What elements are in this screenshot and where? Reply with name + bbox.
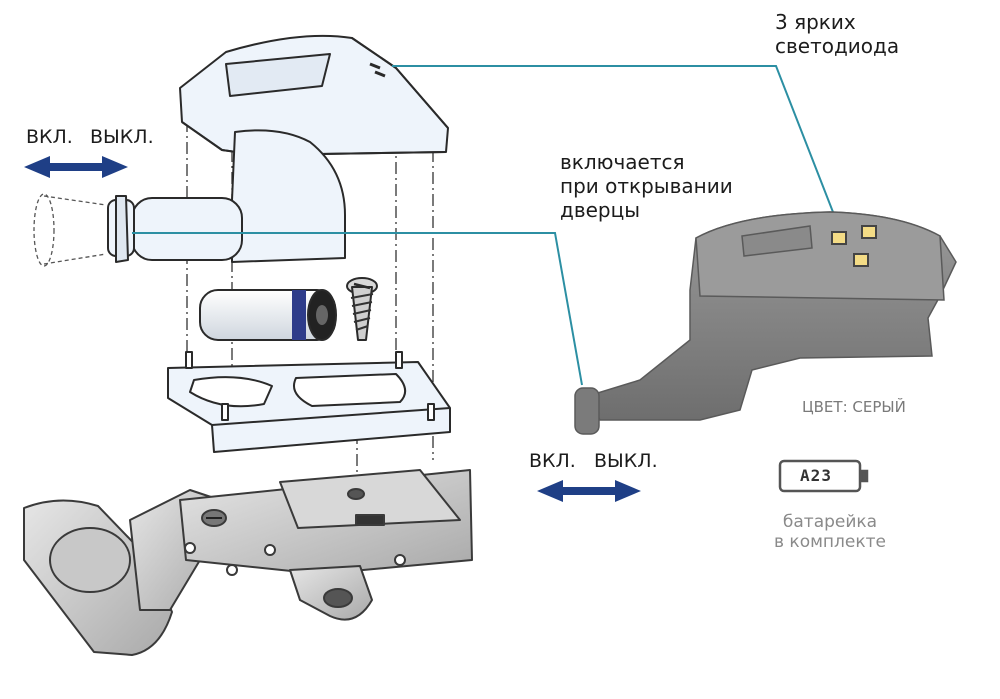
opens-caption: включается при открывании дверцы <box>560 150 733 222</box>
exploded-drawing <box>23 34 473 656</box>
switch-on-label-right: ВКЛ. <box>529 450 576 472</box>
housing-top-part <box>179 34 449 156</box>
leds-caption-line: 3 ярких <box>775 10 856 34</box>
opens-caption-line: дверцы <box>560 198 641 222</box>
battery-icon <box>778 459 869 493</box>
switch-on-label-left: ВКЛ. <box>26 126 73 148</box>
battery-included-line: в комплекте <box>774 532 886 553</box>
battery-model-label: A23 <box>800 466 832 485</box>
leds-caption: 3 ярких светодиода <box>775 10 899 58</box>
leader-lines <box>132 65 841 386</box>
screw-icon <box>346 277 378 341</box>
mounting-plate <box>167 361 451 453</box>
switch-off-label-right: ВЫКЛ. <box>594 450 658 472</box>
assembled-light-device <box>574 211 957 435</box>
color-caption: ЦВЕТ: СЕРЫЙ <box>802 398 906 416</box>
led-icon <box>831 225 877 267</box>
housing-body <box>231 129 346 263</box>
double-arrow-icon-left <box>24 156 128 178</box>
opens-caption-line: при открывании <box>560 174 733 198</box>
switch-off-label-left: ВЫКЛ. <box>90 126 154 148</box>
battery-included-line: батарейка <box>782 512 878 532</box>
opens-caption-line: включается <box>560 150 685 174</box>
cabinet-hinge <box>23 469 473 656</box>
leds-caption-line: светодиода <box>775 34 900 58</box>
double-arrow-icon-right <box>537 480 641 502</box>
battery-included-caption: батарейка в комплекте <box>765 512 895 553</box>
